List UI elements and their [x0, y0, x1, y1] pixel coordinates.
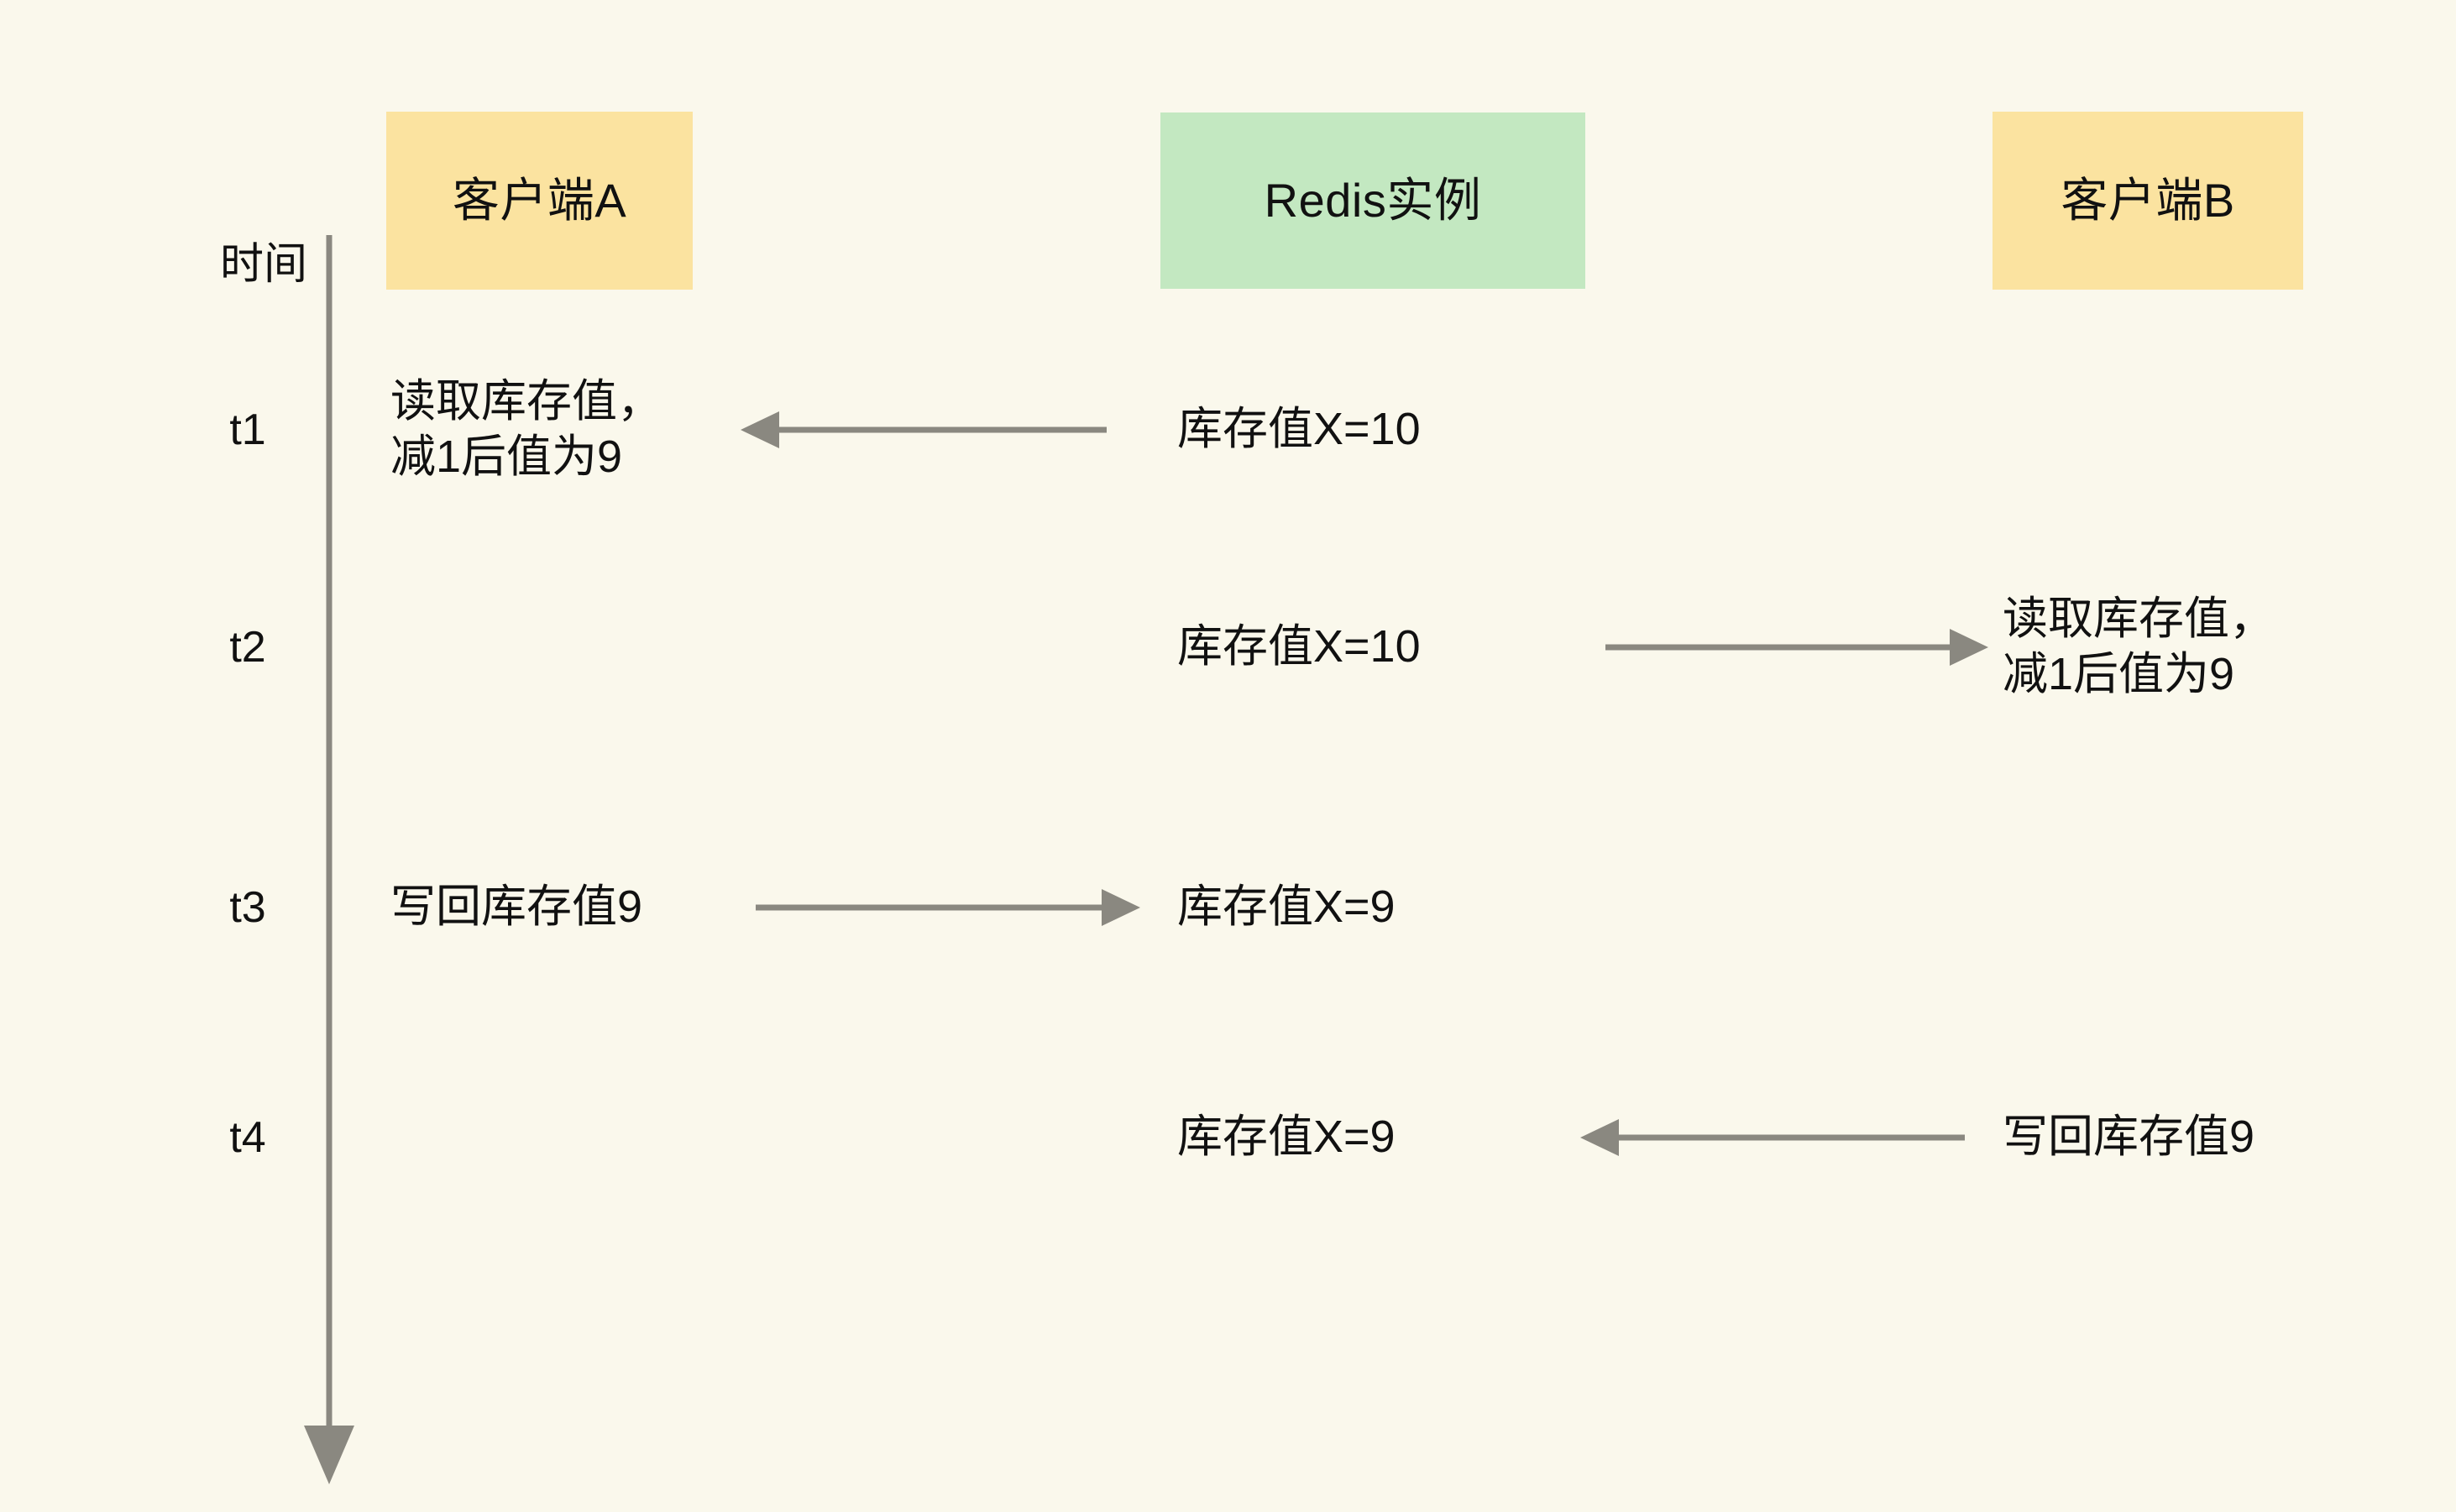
- message-arrow-t1-redis-to-client-a: [741, 411, 1107, 448]
- time-step-label-t3: t3: [229, 883, 266, 932]
- message-arrow-t3-client-a-to-redis: [756, 889, 1140, 926]
- time-step-label-t2: t2: [229, 623, 266, 672]
- message-t3-client-a: 写回库存值9: [390, 882, 643, 933]
- time-step-label-t1: t1: [229, 405, 266, 454]
- actor-box-client-a: 客户端A: [386, 112, 693, 290]
- message-t1-client-a: 读取库存值， 减1后值为9: [390, 376, 662, 482]
- actor-label-client-a: 客户端A: [452, 174, 627, 228]
- message-t3-redis: 库存值X=9: [1177, 882, 1396, 933]
- message-t1-redis: 库存值X=10: [1177, 404, 1421, 455]
- actor-box-client-b: 客户端B: [1993, 112, 2303, 290]
- actor-box-redis: Redis实例: [1160, 112, 1585, 289]
- time-axis-label: 时间: [220, 240, 308, 289]
- actor-label-client-b: 客户端B: [2061, 174, 2235, 228]
- time-step-label-t4: t4: [229, 1113, 266, 1162]
- time-axis-arrow: [304, 235, 354, 1484]
- message-arrow-t2-redis-to-client-b: [1605, 629, 1988, 666]
- actor-label-redis: Redis实例: [1264, 174, 1482, 228]
- message-arrow-t4-client-b-to-redis: [1580, 1119, 1965, 1156]
- message-t2-client-b: 读取库存值， 减1后值为9: [2003, 594, 2275, 699]
- message-t4-redis: 库存值X=9: [1177, 1112, 1396, 1163]
- message-t2-redis: 库存值X=10: [1177, 621, 1421, 672]
- message-t4-client-b: 写回库存值9: [2003, 1112, 2255, 1163]
